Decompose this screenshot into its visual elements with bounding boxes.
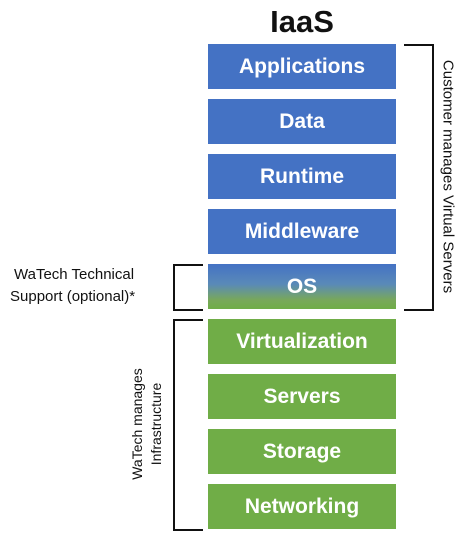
layer-runtime: Runtime <box>208 154 396 199</box>
watech-bracket <box>173 319 203 531</box>
customer-manages-label: Customer manages Virtual Servers <box>439 59 457 294</box>
support-bracket <box>173 264 203 311</box>
watech-label-line1: WaTech manages <box>129 368 145 480</box>
layer-os: OS <box>208 264 396 309</box>
layer-storage: Storage <box>208 429 396 474</box>
layer-virtualization: Virtualization <box>208 319 396 364</box>
layer-middleware: Middleware <box>208 209 396 254</box>
support-label-line1: WaTech Technical <box>14 266 135 283</box>
support-label-line2: Support (optional)* <box>10 288 136 305</box>
diagram-title: IaaS <box>270 4 334 39</box>
watech-manages-label: WaTech manages Infrastructure <box>128 359 168 489</box>
watech-label-line2: Infrastructure <box>148 382 164 466</box>
layer-networking: Networking <box>208 484 396 529</box>
layer-applications: Applications <box>208 44 396 89</box>
layer-data: Data <box>208 99 396 144</box>
customer-bracket <box>404 44 434 311</box>
layer-servers: Servers <box>208 374 396 419</box>
